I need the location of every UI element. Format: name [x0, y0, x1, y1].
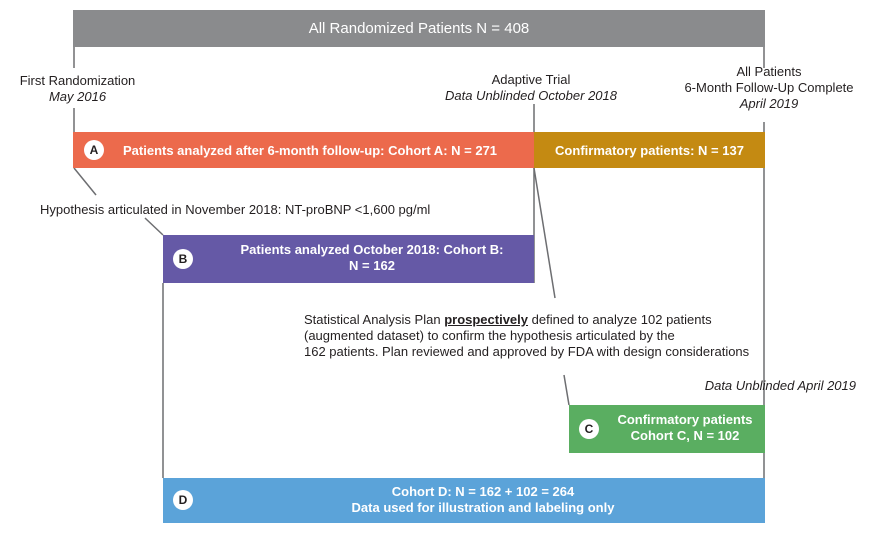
cohort-b-line1-bold: Cohort B: [443, 242, 504, 257]
all-patients-title: All Patients [736, 64, 802, 79]
first-randomization-date: May 2016 [48, 89, 107, 104]
cohort-a-badge: A [84, 140, 104, 160]
connector-a-to-hypothesis [73, 167, 97, 196]
cohort-d-line2: Data used for illustration and labeling … [351, 500, 615, 515]
cohort-a-label: Patients analyzed after 6-month follow-u… [123, 142, 498, 158]
first-randomization-label: First Randomization May 2016 [10, 73, 145, 105]
all-patients-line2: 6-Month Follow-Up Complete [684, 80, 854, 95]
sap-line2: (augmented dataset) to confirm the hypot… [304, 328, 675, 343]
connector-adaptive-to-sap [533, 167, 556, 299]
cohort-c-line2: Cohort C, N = 102 [630, 428, 740, 443]
all-randomized-bar: All Randomized Patients N = 408 [73, 10, 765, 47]
cohort-c-line1: Confirmatory patients [617, 412, 753, 427]
cohort-c-text: Confirmatory patients Cohort C, N = 102 [609, 412, 761, 444]
sap-emph: prospectively [444, 312, 529, 327]
sap-line3: 162 patients. Plan reviewed and approved… [304, 344, 750, 359]
hypothesis-text: Hypothesis articulated in November 2018:… [40, 202, 431, 217]
cohort-b-line1: Patients analyzed October 2018: [240, 242, 444, 257]
all-patients-date: April 2019 [739, 96, 799, 111]
cohort-b-bar: B Patients analyzed October 2018: Cohort… [163, 235, 534, 283]
data-unblinded-2019: Data Unblinded April 2019 [704, 378, 856, 393]
cohort-b-line2: N = 162 [349, 258, 395, 273]
confirmatory-bar: Confirmatory patients: N = 137 [534, 132, 765, 168]
cohort-b-text: Patients analyzed October 2018: Cohort B… [213, 242, 531, 274]
cohort-d-line1: Cohort D: N = 162 + 102 = 264 [391, 484, 575, 499]
sap-post: defined to analyze 102 patients [528, 312, 712, 327]
cohort-d-bar: D Cohort D: N = 162 + 102 = 264 Data use… [163, 478, 765, 523]
adaptive-trial-subtitle: Data Unblinded October 2018 [444, 88, 617, 103]
connector-sap-to-c [563, 374, 570, 406]
adaptive-trial-label: Adaptive Trial Data Unblinded October 20… [420, 72, 642, 104]
adaptive-trial-title: Adaptive Trial [491, 72, 571, 87]
all-randomized-label: All Randomized Patients N = 408 [308, 20, 530, 37]
cohort-c-bar: C Confirmatory patients Cohort C, N = 10… [569, 405, 765, 453]
confirmatory-label: Confirmatory patients: N = 137 [555, 142, 744, 158]
cohort-d-text: Cohort D: N = 162 + 102 = 264 Data used … [203, 484, 763, 516]
cohort-a-bar: A Patients analyzed after 6-month follow… [73, 132, 534, 168]
first-randomization-title: First Randomization [19, 73, 136, 88]
all-patients-label: All Patients 6-Month Follow-Up Complete … [664, 64, 874, 112]
sap-pre: Statistical Analysis Plan [304, 312, 445, 327]
sap-text: Statistical Analysis Plan prospectively … [304, 312, 844, 360]
cohort-b-badge: B [173, 249, 193, 269]
cohort-c-badge: C [579, 419, 599, 439]
connector-hypothesis-to-b [144, 217, 164, 236]
cohort-d-badge: D [173, 490, 193, 510]
